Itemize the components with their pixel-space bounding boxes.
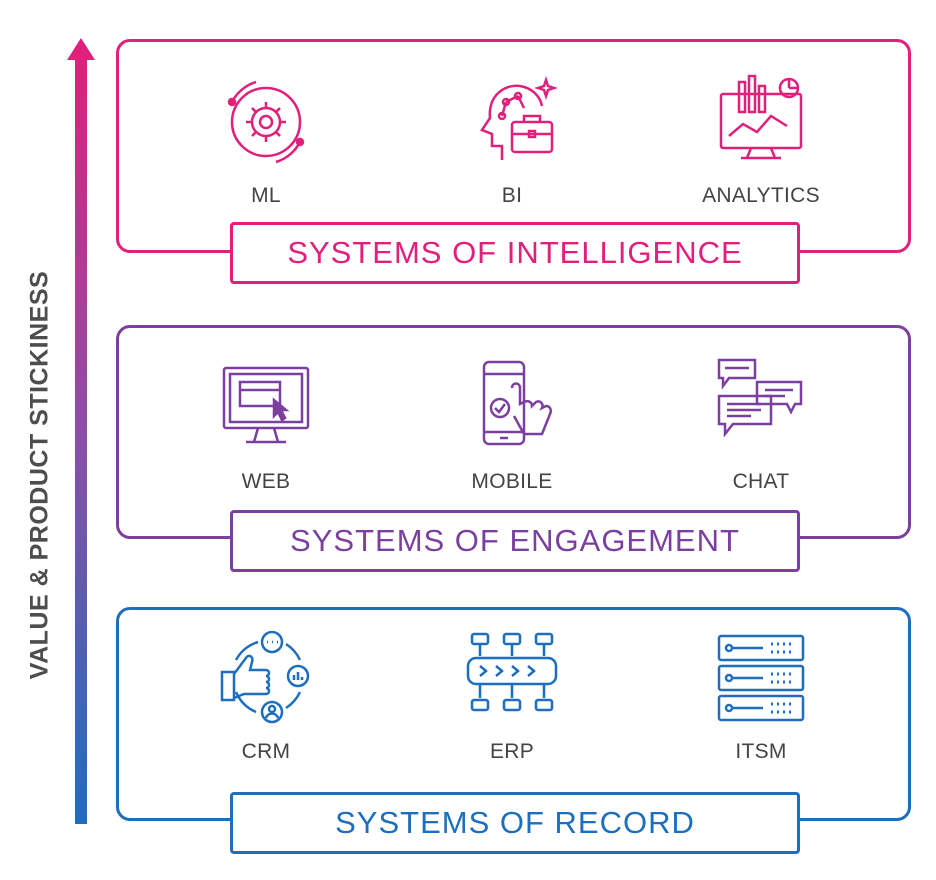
gear-orbit-icon xyxy=(227,80,305,164)
web-monitor-icon xyxy=(222,366,310,444)
erp-flow-icon xyxy=(466,632,558,712)
intelligence-panel xyxy=(116,39,911,253)
item-label: MOBILE xyxy=(471,470,553,493)
item-label: BI xyxy=(501,184,523,207)
axis-label: VALUE & PRODUCT STICKINESS xyxy=(25,270,54,680)
item-ml: ML xyxy=(176,72,356,208)
chat-bubbles-icon xyxy=(717,358,803,438)
item-erp: ERP xyxy=(422,628,602,764)
item-mobile: MOBILE xyxy=(422,358,602,494)
intelligence-title: SYSTEMS OF INTELLIGENCE xyxy=(230,222,800,284)
item-analytics: ANALYTICS xyxy=(671,72,851,208)
record-title: SYSTEMS OF RECORD xyxy=(230,792,800,854)
analytics-monitor-icon xyxy=(719,74,803,160)
brain-briefcase-icon xyxy=(480,76,558,160)
engagement-title: SYSTEMS OF ENGAGEMENT xyxy=(230,510,800,572)
item-crm: CRM xyxy=(176,628,356,764)
item-web: WEB xyxy=(176,358,356,494)
item-label: CHAT xyxy=(732,470,790,493)
item-label: ANALYTICS xyxy=(702,184,820,207)
item-itsm: ITSM xyxy=(671,628,851,764)
crm-cycle-icon xyxy=(220,630,310,724)
gradient-arrow xyxy=(67,38,95,824)
item-label: ML xyxy=(251,184,281,207)
item-label: ITSM xyxy=(735,740,787,763)
item-bi: BI xyxy=(422,72,602,208)
item-label: ERP xyxy=(489,740,535,763)
item-chat: CHAT xyxy=(671,358,851,494)
item-label: WEB xyxy=(241,470,291,493)
item-label: CRM xyxy=(241,740,291,763)
value-axis: VALUE & PRODUCT STICKINESS xyxy=(0,0,120,880)
server-rack-icon xyxy=(717,634,805,722)
mobile-touch-icon xyxy=(482,360,553,446)
